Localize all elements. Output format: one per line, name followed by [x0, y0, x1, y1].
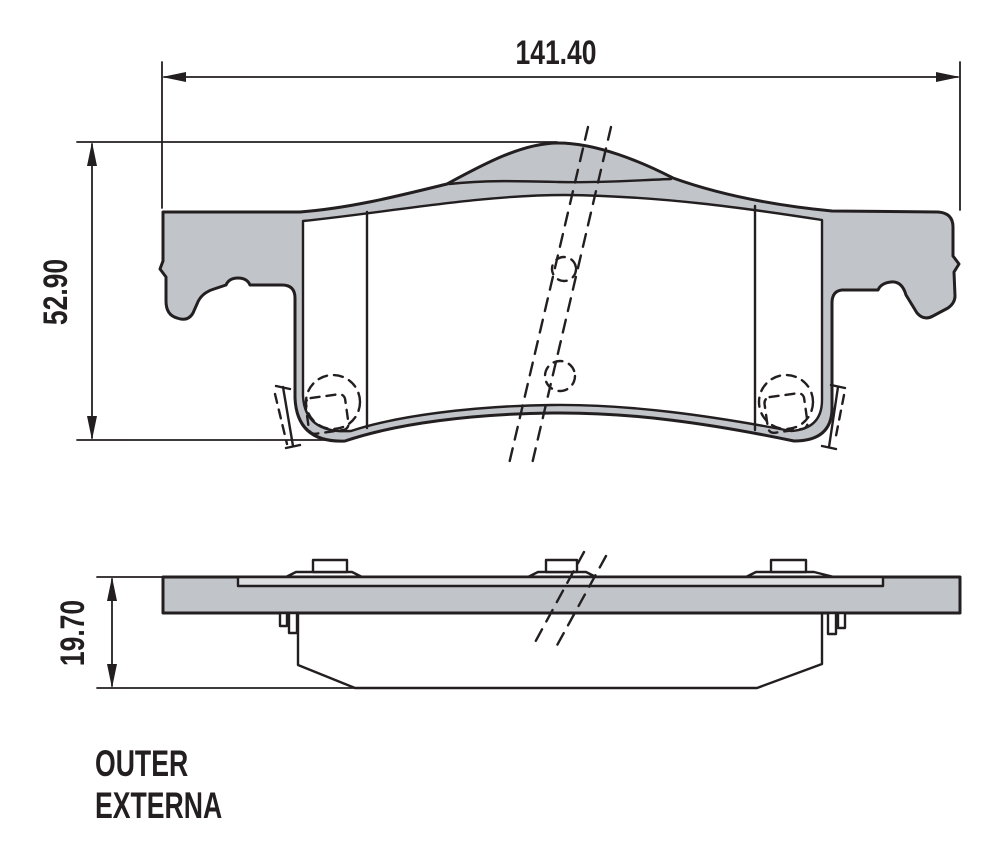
label-outer: OUTER — [95, 743, 188, 784]
arrow-up — [87, 142, 97, 166]
arrow-left — [162, 72, 186, 82]
plate-strip — [236, 575, 885, 588]
dimension-width: 141.40 — [161, 34, 961, 211]
tab-right — [744, 558, 836, 579]
dim-width-value: 141.40 — [515, 34, 596, 72]
arrow-down — [107, 664, 117, 688]
label-externa: EXTERNA — [95, 785, 222, 826]
section-line-b — [530, 125, 613, 466]
front-view — [158, 125, 961, 466]
dim-thickness-value: 19.70 — [54, 600, 92, 666]
arrow-up — [107, 577, 117, 601]
hidden-detail-left — [273, 373, 362, 450]
hidden-detail-right — [757, 373, 847, 451]
dim-height-value: 52.90 — [37, 259, 75, 325]
plate-lower-profile — [296, 611, 824, 690]
side-view — [96, 550, 962, 690]
clips-right — [826, 611, 847, 636]
section-line-a — [507, 125, 590, 466]
view-labels: OUTER EXTERNA — [95, 743, 222, 826]
tab-center — [526, 558, 598, 579]
arrow-right — [936, 72, 960, 82]
plate-edge-under-hump — [447, 177, 673, 186]
hidden-hole-lower — [543, 359, 577, 393]
arrow-down — [87, 416, 97, 440]
dimension-height: 52.90 — [37, 141, 558, 441]
side-section-line-b — [553, 554, 608, 651]
tab-left — [284, 558, 364, 579]
hidden-hole-upper — [550, 255, 578, 283]
side-section-line-a — [531, 550, 586, 648]
dimension-thickness: 19.70 — [54, 577, 758, 689]
clips-left — [278, 611, 299, 635]
friction-material — [301, 193, 824, 433]
